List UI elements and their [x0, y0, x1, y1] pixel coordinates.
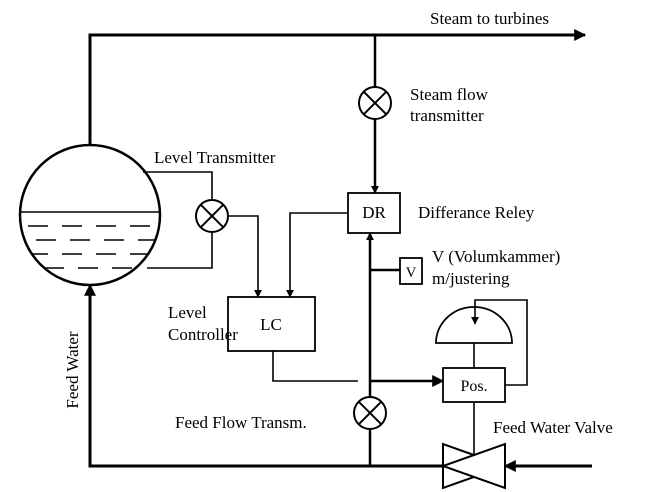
lc-output-line: [272, 351, 358, 382]
level-signal-line: [228, 215, 262, 298]
steam-flow-transmitter-icon: [358, 86, 392, 120]
label-feed-water-valve: Feed Water Valve: [493, 418, 613, 437]
positioner-feedback-loop: [471, 299, 528, 386]
label-v-box: V: [406, 265, 417, 281]
label-positioner: Pos.: [460, 378, 487, 395]
level-transmitter-icon: [195, 199, 229, 233]
volume-chamber-box: [399, 257, 423, 285]
label-level-controller-line2: Controller: [168, 325, 238, 344]
level-controller-box: [227, 296, 316, 352]
label-steam-to-turbines: Steam to turbines: [430, 9, 549, 28]
label-volumkammer-line1: V (Volumkammer): [432, 247, 560, 266]
steam-line: [88, 29, 587, 148]
label-volumkammer-line2: m/justering: [432, 269, 510, 288]
label-steam-flow-line2: transmitter: [410, 106, 484, 125]
level-tap-lower: [147, 232, 213, 269]
label-lc: LC: [260, 315, 282, 334]
positioner-box: [442, 367, 506, 403]
label-level-controller-line1: Level: [168, 303, 207, 322]
difference-relay-box: [347, 192, 401, 234]
dr-to-lc-line: [286, 212, 348, 298]
level-tap-upper: [143, 171, 213, 200]
label-dr: DR: [362, 203, 386, 222]
feed-flow-transmitter-icon: [353, 396, 387, 430]
label-steam-flow-line1: Steam flow: [410, 85, 489, 104]
feed-water-line: [84, 283, 443, 468]
steam-drum: [18, 143, 162, 287]
label-feed-water: Feed Water: [63, 331, 82, 408]
label-feed-flow-transmitter: Feed Flow Transm.: [175, 413, 307, 432]
valve-actuator: [435, 306, 513, 344]
label-level-transmitter: Level Transmitter: [154, 148, 276, 167]
label-difference-relay: Differance Reley: [418, 203, 535, 222]
